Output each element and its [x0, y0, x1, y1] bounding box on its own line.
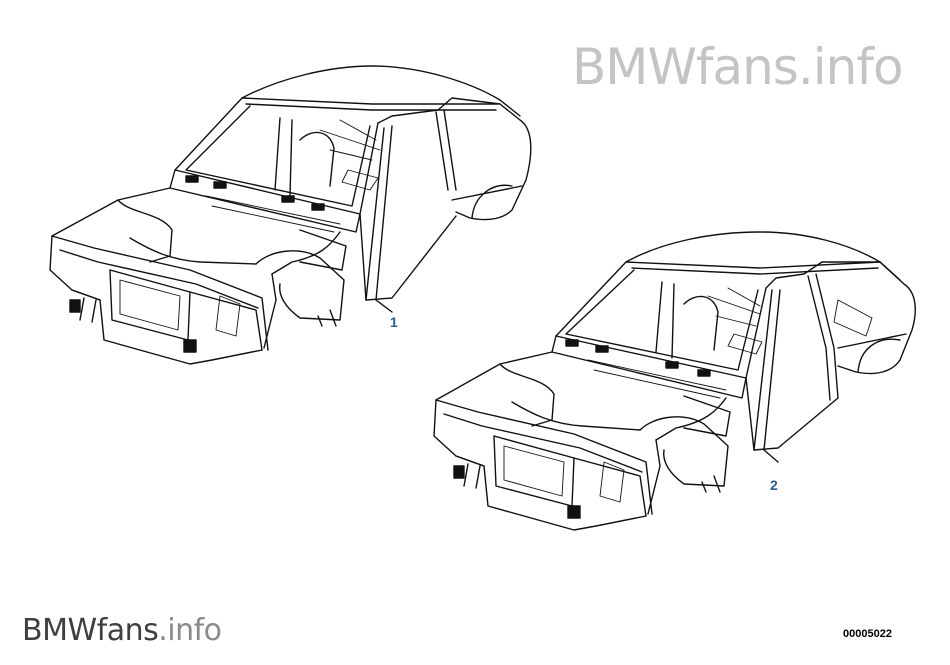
callout-label-1: 1 — [390, 314, 398, 330]
watermark-bottom-domain: .info — [158, 613, 222, 648]
watermark-top: BMWfans.info — [572, 38, 904, 96]
watermark-bottom-brand: BMWfans — [22, 613, 159, 648]
callout-label-2: 2 — [770, 477, 778, 493]
diagram-number: 00005022 — [843, 628, 892, 640]
watermark-bottom: BMWfans.info — [22, 616, 222, 646]
